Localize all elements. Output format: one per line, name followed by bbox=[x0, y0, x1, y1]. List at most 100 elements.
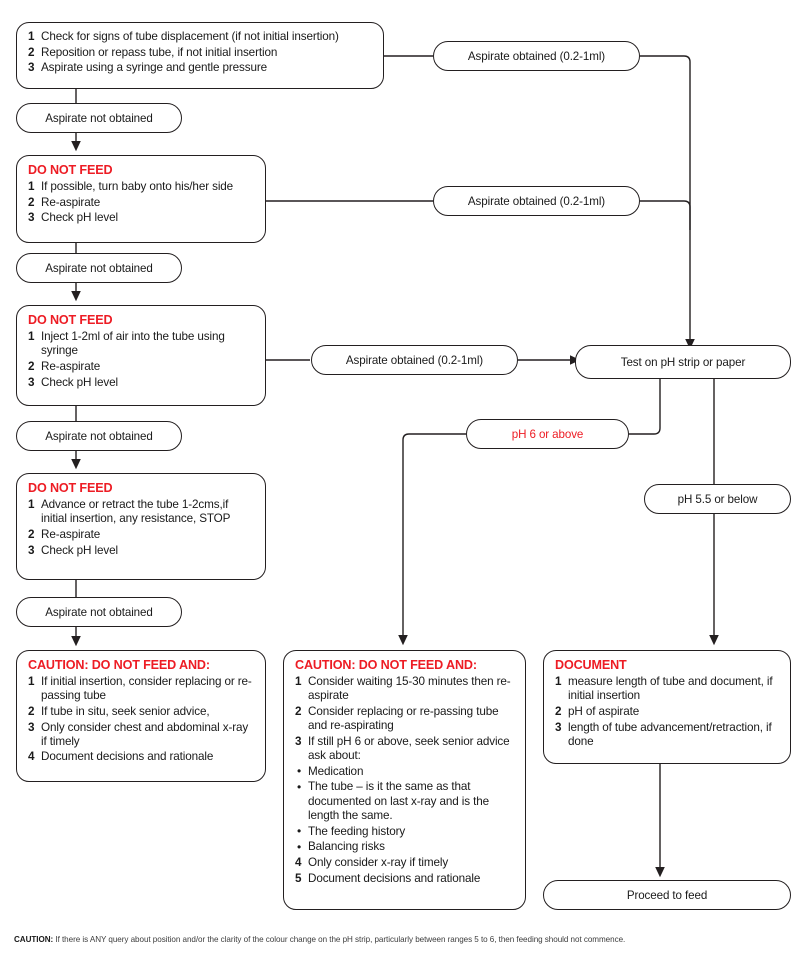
node-label: Aspirate not obtained bbox=[45, 111, 153, 125]
list-item: 3 Aspirate using a syringe and gentle pre… bbox=[28, 61, 373, 75]
step-number: 3 bbox=[28, 375, 35, 389]
node-ph-6-or-above: pH 6 or above bbox=[466, 419, 629, 449]
list-item: 2 pH of aspirate bbox=[555, 705, 780, 719]
node-header: CAUTION: DO NOT FEED AND: bbox=[295, 658, 477, 672]
step-number: 3 bbox=[28, 211, 35, 225]
step-text: If still pH 6 or above, seek senior advi… bbox=[308, 734, 510, 762]
list-item: 3 length of tube advancement/retraction, … bbox=[555, 721, 780, 749]
step-number: 1 bbox=[28, 497, 35, 511]
node-label: Aspirate obtained (0.2-1ml) bbox=[467, 49, 606, 63]
step-text: Re-aspirate bbox=[41, 195, 101, 209]
node-label: Aspirate not obtained bbox=[45, 605, 153, 619]
step-number: 2 bbox=[28, 195, 35, 209]
step-number: 5 bbox=[295, 871, 302, 885]
step-number: 1 bbox=[28, 329, 35, 343]
node-aspirate-obtained-1: Aspirate obtained (0.2-1ml) bbox=[433, 41, 640, 71]
node-label: Aspirate obtained (0.2-1ml) bbox=[345, 353, 484, 367]
step-number: 1 bbox=[28, 674, 35, 688]
step-text: If possible, turn baby onto his/her side bbox=[41, 179, 234, 193]
list-item: 3 Check pH level bbox=[28, 211, 255, 225]
list-item: Medication bbox=[295, 764, 515, 779]
step-number: 3 bbox=[28, 720, 35, 734]
step-number: 2 bbox=[28, 704, 35, 718]
node-label: Test on pH strip or paper bbox=[620, 355, 746, 369]
step-text: Reposition or repass tube, if not initia… bbox=[41, 45, 278, 59]
node-header: DO NOT FEED bbox=[28, 313, 113, 327]
step-text: Aspirate using a syringe and gentle pres… bbox=[41, 61, 268, 75]
node-aspirate-obtained-2: Aspirate obtained (0.2-1ml) bbox=[433, 186, 640, 216]
step-text: Consider replacing or re-passing tube an… bbox=[308, 704, 499, 733]
step-number: 2 bbox=[28, 359, 35, 373]
node-aspirate-not-obtained-1: Aspirate not obtained bbox=[16, 103, 182, 133]
step-number: 1 bbox=[28, 179, 35, 193]
list-item: 3 Check pH level bbox=[28, 376, 255, 390]
list-item: Balancing risks bbox=[295, 840, 515, 855]
step-text: If initial insertion, consider replacing… bbox=[41, 674, 252, 703]
list-item: The tube – is it the same as that docume… bbox=[295, 780, 515, 823]
node-aspirate-obtained-3: Aspirate obtained (0.2-1ml) bbox=[311, 345, 518, 375]
step-text: length of tube advancement/retraction, i… bbox=[568, 720, 772, 748]
footer-caution-note: CAUTION: If there is ANY query about pos… bbox=[14, 934, 794, 945]
step-text: Document decisions and rationale bbox=[41, 750, 214, 764]
node-label: Aspirate not obtained bbox=[45, 261, 153, 275]
list-item: The feeding history bbox=[295, 824, 515, 839]
caution-mid-bullets: Medication The tube – is it the same as … bbox=[295, 764, 515, 855]
step-text: Check pH level bbox=[41, 211, 118, 225]
caution-left-steps-list: 1 If initial insertion, consider replacin… bbox=[28, 675, 255, 765]
step-number: 3 bbox=[28, 61, 35, 75]
node-test-ph-strip: Test on pH strip or paper bbox=[575, 345, 791, 379]
node-aspirate-not-obtained-3: Aspirate not obtained bbox=[16, 421, 182, 451]
list-item: 1 If initial insertion, consider replacin… bbox=[28, 675, 255, 703]
node-label: Proceed to feed bbox=[626, 888, 708, 902]
footer-caution-text: If there is ANY query about position and… bbox=[53, 935, 626, 944]
step-text: Re-aspirate bbox=[41, 527, 101, 541]
step-number: 1 bbox=[555, 674, 562, 688]
step-text: Re-aspirate bbox=[41, 359, 101, 373]
node-label: pH 6 or above bbox=[511, 427, 584, 441]
node-header: DO NOT FEED bbox=[28, 481, 113, 495]
step-text: Consider waiting 15-30 minutes then re-a… bbox=[308, 674, 511, 703]
step-number: 3 bbox=[555, 720, 562, 734]
step-text: Check pH level bbox=[41, 375, 118, 389]
node-aspirate-not-obtained-4: Aspirate not obtained bbox=[16, 597, 182, 627]
list-item: 1 If possible, turn baby onto his/her sid… bbox=[28, 180, 255, 194]
step-number: 1 bbox=[28, 30, 35, 43]
step-number: 3 bbox=[28, 543, 35, 557]
step-text: Only consider x-ray if timely bbox=[308, 855, 449, 869]
node-label: pH 5.5 or below bbox=[677, 492, 758, 506]
step-number: 4 bbox=[28, 750, 35, 764]
list-item: 4 Document decisions and rationale bbox=[28, 750, 255, 764]
step-number: 2 bbox=[555, 704, 562, 718]
node-aspirate-not-obtained-2: Aspirate not obtained bbox=[16, 253, 182, 283]
step-text: pH of aspirate bbox=[568, 704, 640, 718]
